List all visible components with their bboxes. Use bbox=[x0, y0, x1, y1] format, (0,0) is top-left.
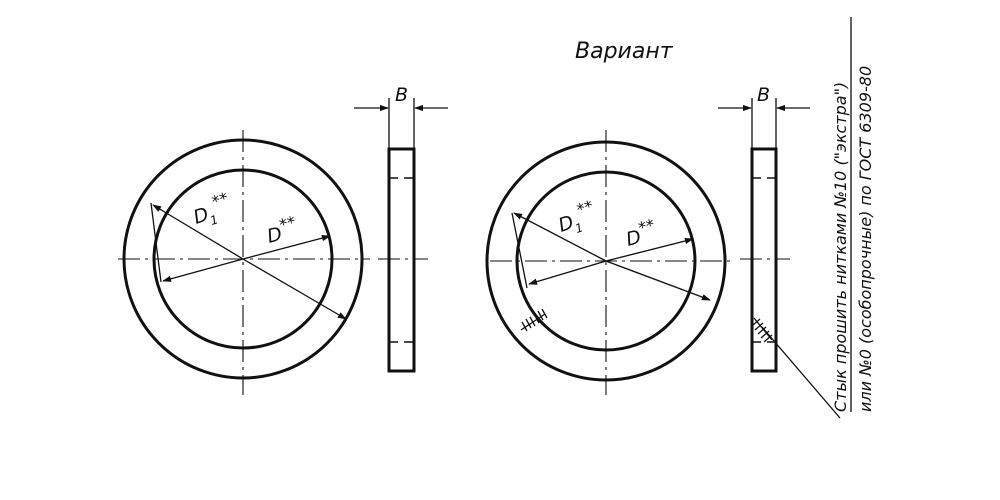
variant-title: Вариант bbox=[575, 39, 674, 64]
ring-front-view-variant: D1** D** bbox=[485, 130, 735, 395]
outer-diameter-leader bbox=[242, 235, 331, 260]
inner-diameter-dim-a bbox=[152, 204, 244, 260]
variant-width-label: B bbox=[757, 84, 770, 106]
seam-note-line1: Стык прошить нитками №10 ("экстра") bbox=[831, 82, 850, 412]
outer-diameter-dimension-line bbox=[242, 258, 347, 320]
inner-diameter-label: D1** bbox=[188, 188, 235, 232]
seam-note-line2: или №0 (особопрочные) по ГОСТ 6309-80 bbox=[856, 66, 875, 412]
inner-diameter-dimension-line bbox=[150, 202, 162, 283]
variant-inner-diameter-label: D1** bbox=[553, 196, 600, 240]
seam-stitch-side bbox=[751, 317, 773, 343]
seam-note: Стык прошить нитками №10 ("экстра") или … bbox=[831, 17, 875, 412]
variant-inner-dim-a bbox=[513, 212, 607, 262]
ring-side-view-variant: B bbox=[718, 84, 841, 419]
variant-side-body bbox=[750, 147, 778, 373]
variant-outer-diameter-label: D** bbox=[622, 215, 659, 251]
side-view-body bbox=[387, 147, 416, 373]
ring-front-view-main: D1** D** bbox=[118, 130, 370, 395]
ring-side-view-main: B bbox=[354, 84, 448, 373]
seam-stitch-front bbox=[520, 308, 548, 332]
variant-outer-diameter-line bbox=[605, 260, 711, 301]
variant-inner-dim-b bbox=[528, 260, 607, 285]
width-label: B bbox=[395, 84, 408, 106]
variant-dim-bridge bbox=[511, 212, 528, 289]
seam-leader-line bbox=[761, 326, 841, 419]
outer-diameter-label: D** bbox=[263, 212, 300, 248]
inner-diameter-dim-b bbox=[162, 258, 244, 282]
variant-outer-leader bbox=[605, 237, 694, 262]
